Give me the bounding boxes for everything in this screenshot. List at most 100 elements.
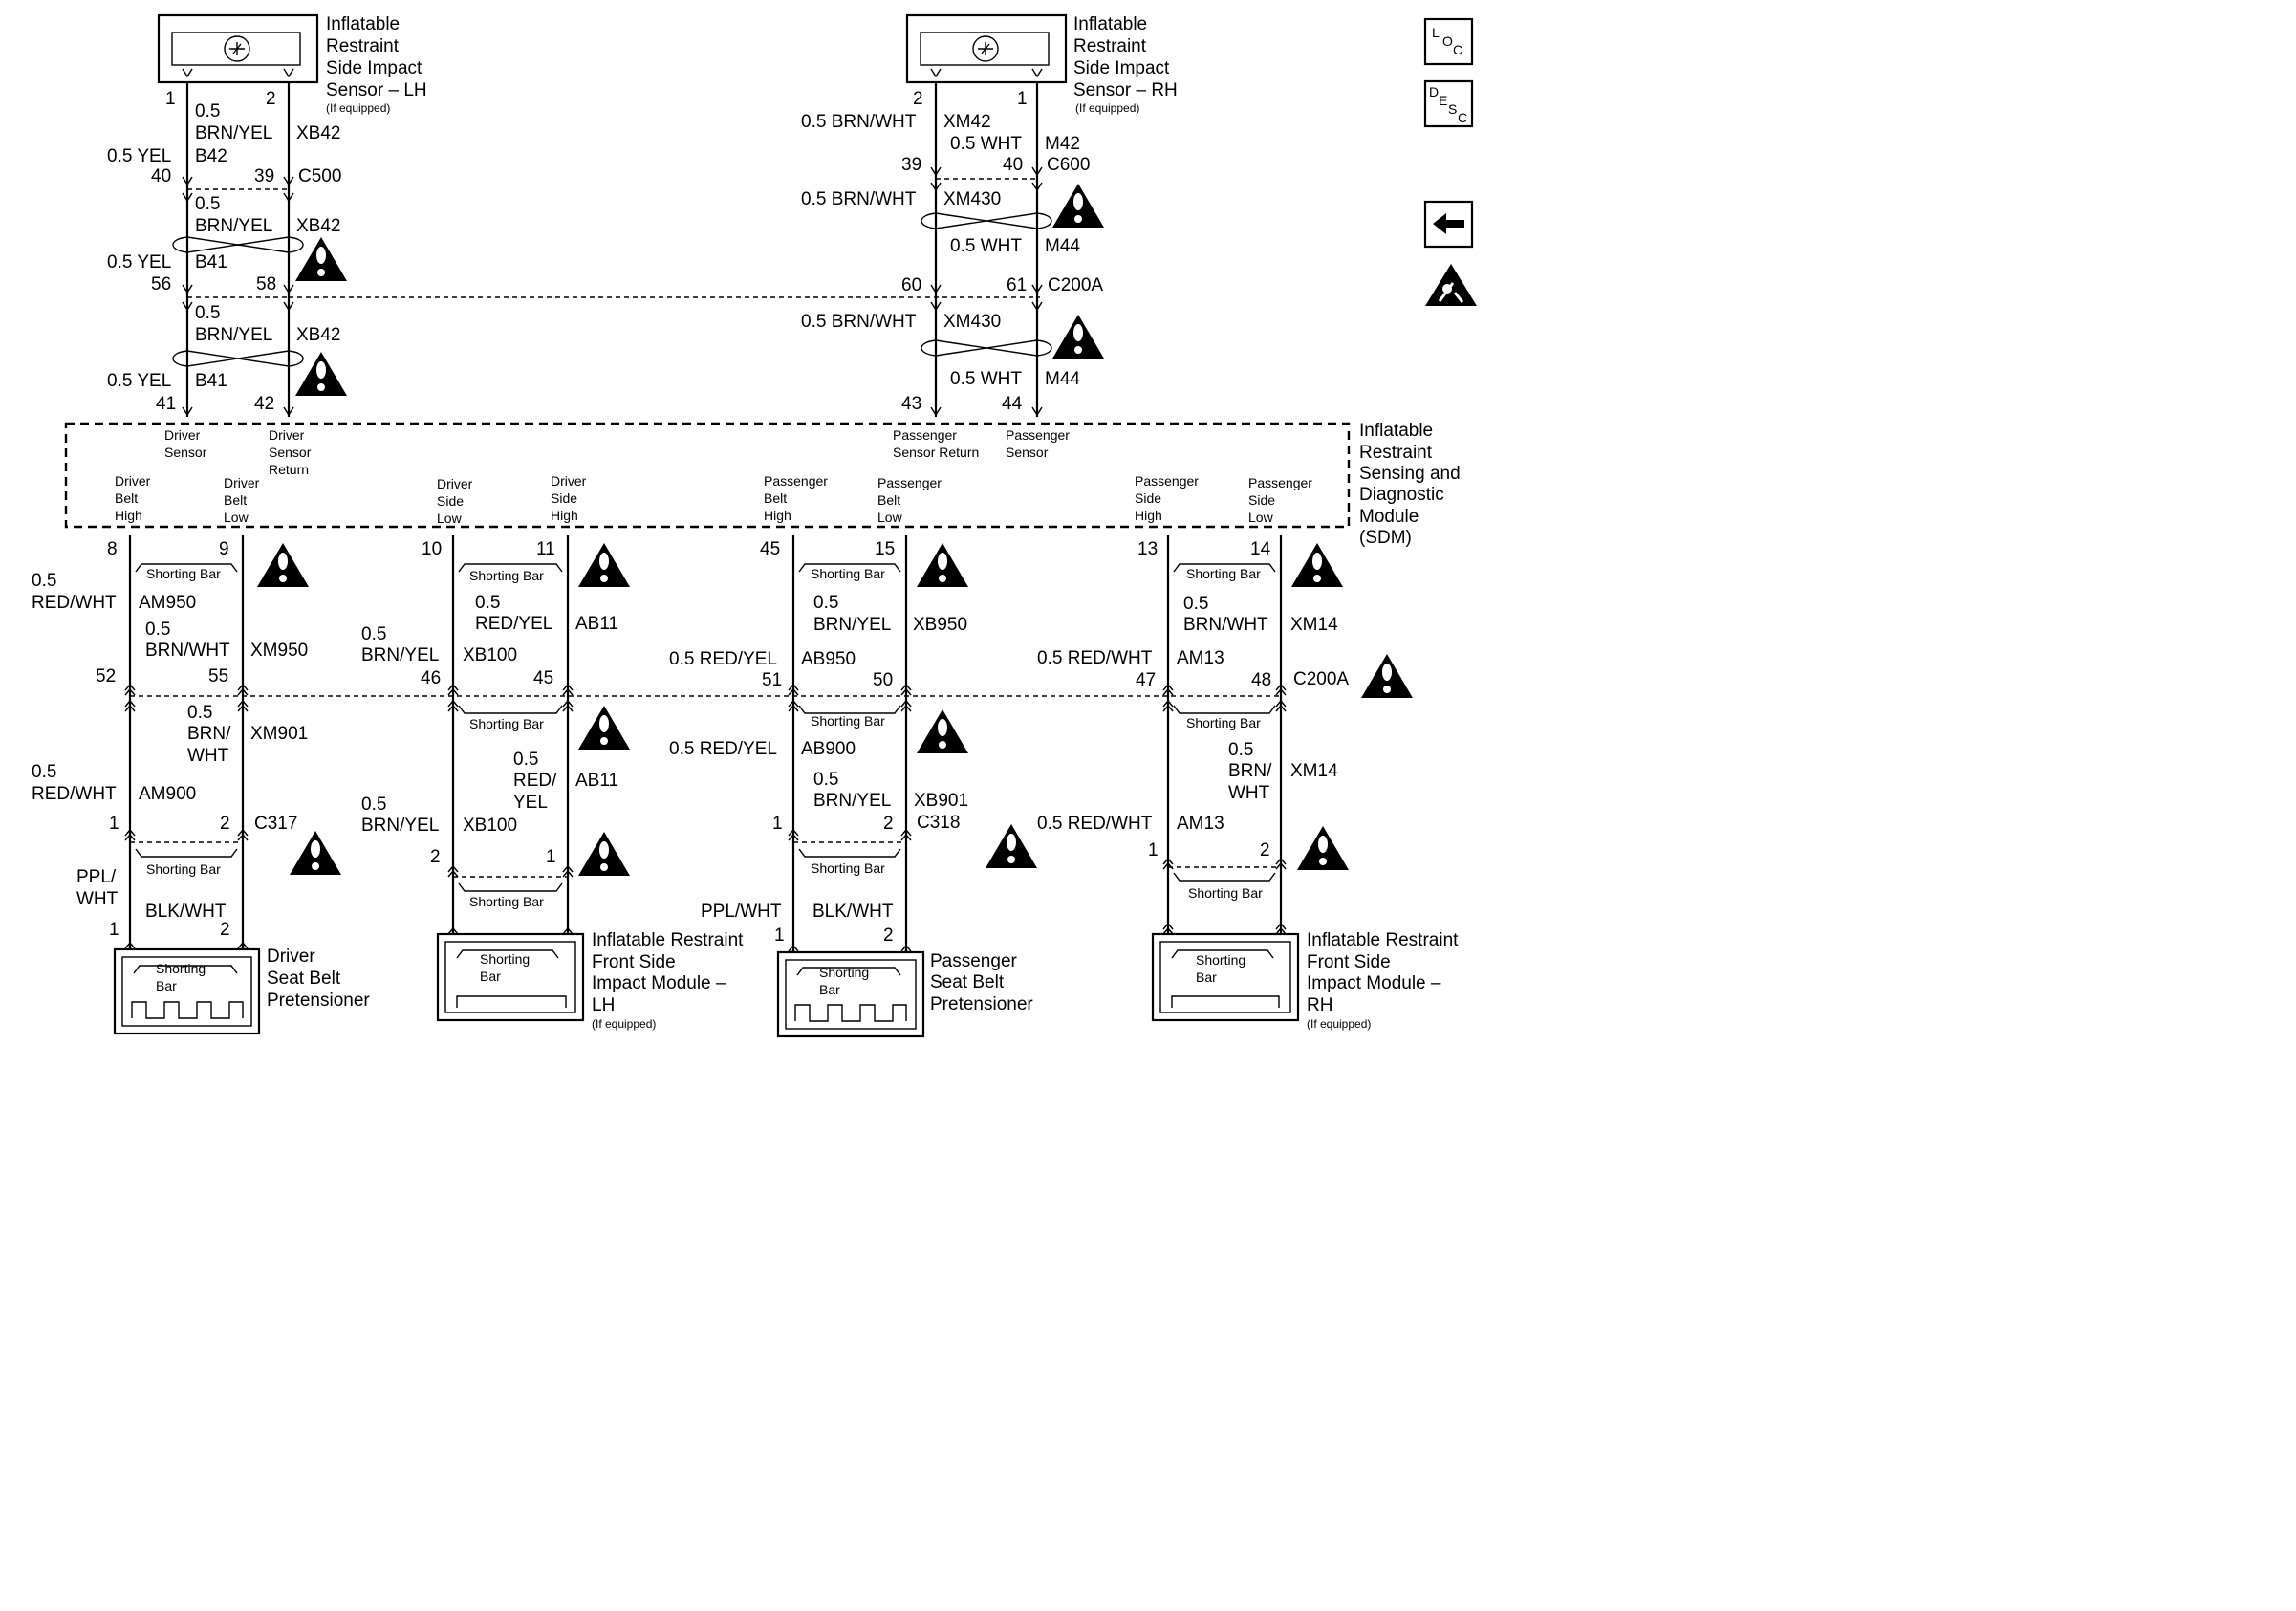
svg-text:0.5 BRN/WHT: 0.5 BRN/WHT	[801, 312, 917, 332]
svg-text:1: 1	[109, 920, 119, 940]
twisted-pair-icon	[172, 350, 304, 367]
lh-front-side-impact-module	[436, 932, 585, 1022]
svg-text:XM14: XM14	[1290, 615, 1338, 635]
svg-text:XM901: XM901	[250, 724, 308, 744]
svg-text:10: 10	[422, 539, 442, 559]
svg-text:39: 39	[254, 166, 274, 186]
svg-text:BLK/WHT: BLK/WHT	[145, 902, 227, 922]
svg-text:0.5 RED/WHT: 0.5 RED/WHT	[1037, 648, 1153, 668]
svg-text:44: 44	[1002, 394, 1023, 414]
svg-text:61: 61	[1007, 275, 1027, 295]
svg-text:55: 55	[208, 666, 228, 686]
svg-text:M42: M42	[1045, 134, 1080, 154]
svg-text:PPL/WHT: PPL/WHT	[701, 902, 782, 922]
svg-text:0.5 BRN/WHT: 0.5 BRN/WHT	[801, 112, 917, 132]
svg-text:47: 47	[1136, 670, 1156, 690]
svg-text:DESC: DESC	[1429, 84, 1467, 125]
svg-text:52: 52	[96, 666, 116, 686]
svg-text:Shorting Bar: Shorting Bar	[1186, 715, 1261, 730]
svg-text:2: 2	[430, 847, 441, 867]
svg-text:XB42: XB42	[296, 216, 340, 236]
svg-text:AM13: AM13	[1177, 814, 1224, 834]
esd-icon[interactable]	[1425, 264, 1477, 306]
warning-icon	[986, 824, 1037, 868]
svg-text:C600: C600	[1047, 155, 1090, 175]
svg-text:1: 1	[109, 814, 119, 834]
svg-text:AM900: AM900	[139, 784, 196, 804]
svg-text:XM42: XM42	[943, 112, 991, 132]
warning-icon	[578, 706, 630, 750]
svg-text:0.5 RED/YEL: 0.5 RED/YEL	[669, 649, 777, 669]
svg-text:2: 2	[266, 89, 276, 109]
svg-text:15: 15	[875, 539, 895, 559]
svg-text:2: 2	[220, 814, 230, 834]
svg-text:C200A: C200A	[1048, 275, 1103, 295]
svg-text:0.5 WHT: 0.5 WHT	[950, 134, 1022, 154]
warning-icon	[290, 831, 341, 875]
svg-text:XM14: XM14	[1290, 761, 1338, 781]
warning-icon	[1052, 315, 1104, 359]
sensor-symbol-icon	[224, 35, 250, 62]
rh-front-side-impact-module	[1151, 932, 1300, 1022]
svg-text:14: 14	[1250, 539, 1271, 559]
svg-text:0.5 WHT: 0.5 WHT	[950, 236, 1022, 256]
svg-text:XB950: XB950	[913, 615, 967, 635]
svg-text:AB950: AB950	[801, 649, 856, 669]
svg-text:(If equipped): (If equipped)	[326, 101, 390, 115]
svg-text:58: 58	[256, 274, 276, 294]
svg-text:M44: M44	[1045, 236, 1080, 256]
back-arrow-button[interactable]	[1423, 200, 1474, 249]
twisted-pair-icon	[921, 339, 1052, 357]
warning-icon	[1361, 654, 1413, 698]
desc-button[interactable]: DESC	[1423, 79, 1474, 128]
svg-text:42: 42	[254, 394, 274, 414]
svg-text:40: 40	[151, 166, 171, 186]
svg-text:9: 9	[219, 539, 229, 559]
svg-text:AB11: AB11	[575, 614, 618, 634]
svg-text:2: 2	[883, 925, 894, 946]
svg-text:2: 2	[883, 814, 894, 834]
svg-text:B41: B41	[195, 371, 227, 391]
loc-button[interactable]: LOC	[1423, 17, 1474, 66]
svg-text:Shorting Bar: Shorting Bar	[811, 860, 885, 876]
svg-text:BLK/WHT: BLK/WHT	[812, 902, 894, 922]
svg-text:41: 41	[156, 394, 176, 414]
svg-text:0.5 YEL: 0.5 YEL	[107, 252, 171, 272]
svg-text:51: 51	[762, 670, 782, 690]
svg-text:Shorting Bar: Shorting Bar	[469, 716, 544, 731]
svg-text:Shorting Bar: Shorting Bar	[811, 566, 885, 581]
svg-text:Shorting Bar: Shorting Bar	[469, 568, 544, 583]
svg-text:56: 56	[151, 274, 171, 294]
svg-text:XM950: XM950	[250, 641, 308, 661]
svg-text:0.5 RED/YEL: 0.5 RED/YEL	[669, 739, 777, 759]
svg-text:Shorting Bar: Shorting Bar	[1186, 566, 1261, 581]
svg-text:XB42: XB42	[296, 123, 340, 143]
svg-text:C317: C317	[254, 814, 297, 834]
svg-text:C500: C500	[298, 166, 341, 186]
svg-text:Shorting Bar: Shorting Bar	[1188, 885, 1263, 901]
